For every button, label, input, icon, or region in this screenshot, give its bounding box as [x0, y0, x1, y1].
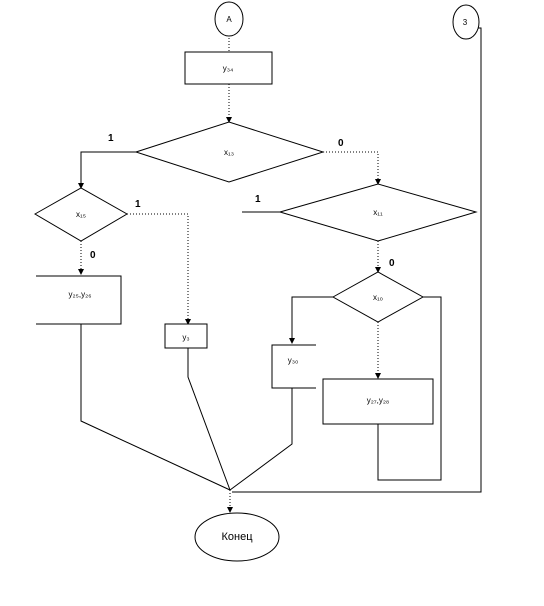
- terminal-end: [194, 512, 280, 562]
- decision-x13: [134, 121, 325, 183]
- decision-x10-label: x₁₀: [373, 293, 383, 302]
- process-y30: [271, 344, 316, 389]
- branch-label-x13-yes: 1: [108, 133, 114, 144]
- decision-x10: [331, 271, 425, 323]
- branch-label-x15-no: 0: [90, 250, 96, 261]
- process-y34: [184, 51, 273, 85]
- decision-x11-label: x₁₁: [373, 208, 383, 217]
- process-y30-label: y₃₀: [288, 356, 299, 365]
- decision-x15: [33, 187, 129, 242]
- process-y27-y28-label: y₂₇,y₂₈: [367, 396, 390, 405]
- connector-a-label: A: [226, 15, 232, 24]
- process-y3-label: y₃: [182, 333, 189, 342]
- branch-label-x11-no: 0: [389, 258, 395, 269]
- branch-label-x11-yes: 1: [255, 194, 261, 205]
- process-y34-label: y₃₄: [223, 64, 234, 73]
- connector-3-label: 3: [463, 18, 468, 27]
- branch-label-x13-no: 0: [338, 138, 344, 149]
- process-y27-y28: [322, 378, 434, 425]
- terminal-end-label: Конец: [221, 531, 253, 543]
- connector-a: [214, 1, 244, 37]
- connector-3: [452, 4, 480, 40]
- process-y25-y26-label: y₂₅,y₂₆: [69, 290, 92, 299]
- branch-label-x15-yes: 1: [135, 199, 141, 210]
- process-y25-y26: [36, 275, 122, 325]
- decision-x11: [278, 183, 478, 242]
- decision-x15-label: x₁₅: [76, 210, 86, 219]
- process-y3: [164, 323, 208, 349]
- connector-lines: [78, 27, 482, 513]
- decision-x13-label: x₁₃: [224, 148, 234, 157]
